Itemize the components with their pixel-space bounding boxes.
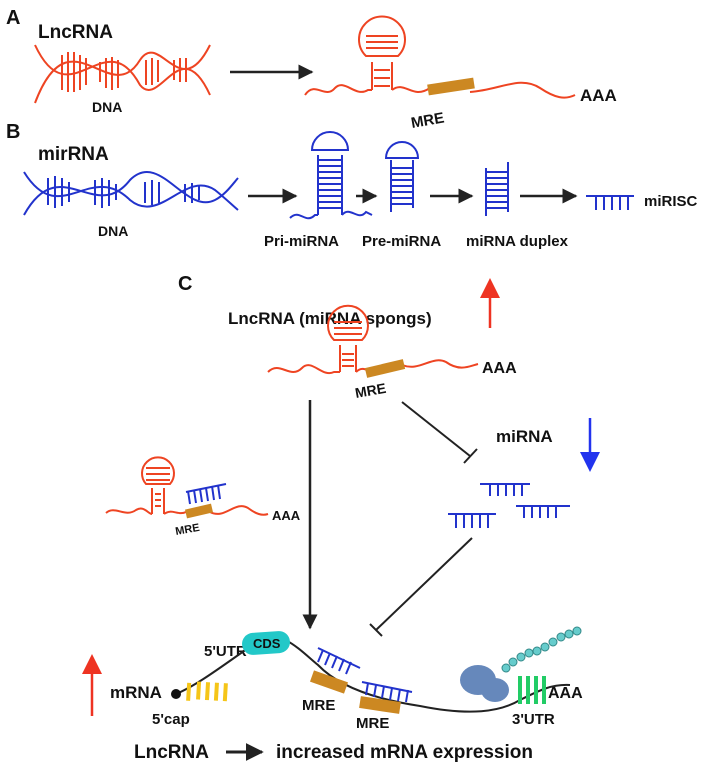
mirna-1 — [480, 483, 530, 496]
inhibit-mirna-mrna — [375, 537, 473, 631]
panel-a-dna-label: DNA — [92, 99, 122, 115]
mirisc-structure — [586, 195, 634, 210]
bound-loop — [141, 456, 175, 485]
bound-stem — [151, 488, 165, 514]
bottom-right-label: increased mRNA expression — [276, 742, 533, 763]
bound-bars — [146, 467, 170, 507]
dna-rungs — [61, 52, 187, 92]
sponge-mre-label: MRE — [354, 380, 387, 401]
bottom-left-label: LncRNA — [134, 742, 209, 763]
stage-pre-label: Pre-miRNA — [362, 233, 441, 250]
mre1-label: MRE — [302, 697, 335, 714]
utr3-label: 3'UTR — [512, 711, 555, 728]
stage-mirisc-label: miRISC — [644, 193, 698, 210]
pre-mirna-structure — [384, 141, 420, 212]
utr5-label: 5'UTR — [204, 643, 247, 660]
mrna-mirna-1-strand — [317, 647, 361, 669]
pri-right-tail — [341, 210, 373, 217]
bound-mid-strand — [163, 510, 187, 515]
dna-strand-1 — [23, 171, 239, 211]
mrna-tail-label: AAA — [548, 685, 583, 702]
peptide-chain — [501, 626, 582, 673]
inhibit-bar-2 — [369, 623, 383, 637]
mre-box-2 — [359, 696, 401, 714]
bound-left-strand — [105, 507, 153, 515]
pre-loop — [384, 141, 420, 159]
sponge-left-strand — [267, 364, 340, 375]
cds-box — [242, 631, 290, 655]
panel-a-title: LncRNA — [38, 22, 113, 43]
cds-label: CDS — [253, 636, 281, 651]
panel-a-tail-label: AAA — [580, 86, 617, 105]
hairpin-bars — [366, 35, 398, 87]
ribosome — [460, 665, 509, 702]
hairpin-stem — [371, 62, 393, 90]
panel-a-mre-label: MRE — [410, 109, 446, 132]
panel-c-letter: C — [178, 273, 192, 295]
inhibit-bar-1 — [463, 448, 478, 464]
inhibit-lncrna-mirna — [401, 401, 471, 457]
dna-strand-2 — [34, 44, 211, 96]
mrna-bound-mirnas — [317, 647, 413, 703]
stage-pri-label: Pri-miRNA — [264, 233, 339, 250]
panel-b-title: mirRNA — [38, 144, 109, 165]
panel-b-dna-label: DNA — [98, 223, 128, 239]
hairpin-loop — [358, 15, 406, 57]
lncrna-mid-strand — [391, 86, 431, 93]
mrna-label: mRNA — [110, 683, 162, 702]
sponge-bars — [334, 321, 362, 367]
dna-helix-b — [23, 171, 239, 216]
sponge-right-strand — [401, 359, 479, 369]
bound-mre-label: MRE — [174, 522, 200, 538]
bound-mirna-ticks — [187, 484, 221, 505]
bound-right-strand — [209, 505, 269, 516]
mirna-3 — [516, 505, 570, 518]
pre-bars — [391, 167, 413, 205]
mirna-label: miRNA — [496, 427, 553, 446]
down-arrow-mirna — [580, 418, 600, 472]
mirisc-ticks — [595, 196, 629, 210]
dna-helix-a — [34, 44, 211, 104]
mirna-2 — [448, 513, 496, 528]
sponge-loop — [327, 304, 369, 341]
dna-strand-2 — [23, 171, 239, 216]
pri-left-tail — [289, 213, 318, 220]
cap-dot — [171, 689, 181, 699]
bound-mirna — [185, 483, 227, 505]
panel-a-letter: A — [6, 7, 20, 29]
mrna-mirna-2-strand — [361, 681, 413, 693]
mrna-mirna-2-ticks — [365, 682, 409, 703]
bound-mre-box — [184, 503, 214, 519]
utr5-marks — [186, 681, 228, 702]
lncrna-mirna-bound — [105, 456, 269, 516]
mre-box-a — [427, 77, 475, 96]
duplex-bars — [486, 171, 508, 209]
mre-box-1 — [310, 670, 348, 694]
mirna-duplex-structure — [485, 162, 509, 216]
lncrna-molecule-a — [304, 15, 576, 99]
utr3-marks — [518, 676, 546, 704]
sponge-stem — [339, 345, 357, 372]
mrna-mirna-1-ticks — [317, 649, 352, 675]
dna-rungs — [47, 176, 200, 208]
sponge-tail-label: AAA — [482, 360, 517, 377]
cap-label: 5'cap — [152, 711, 190, 728]
stage-duplex-label: miRNA duplex — [466, 233, 569, 250]
pri-bars — [318, 159, 342, 209]
free-mirnas — [448, 483, 570, 528]
pri-loop — [310, 131, 350, 151]
up-arrow-sponge — [480, 278, 500, 328]
lncrna-left-strand — [304, 84, 372, 96]
mre2-label: MRE — [356, 715, 389, 732]
panel-b-letter: B — [6, 121, 20, 143]
bound-tail-label: AAA — [272, 508, 301, 523]
lncrna-right-strand — [469, 81, 576, 99]
pri-mirna-structure — [289, 131, 373, 220]
up-arrow-mrna — [82, 654, 102, 716]
sponge-mre-box — [364, 359, 406, 378]
